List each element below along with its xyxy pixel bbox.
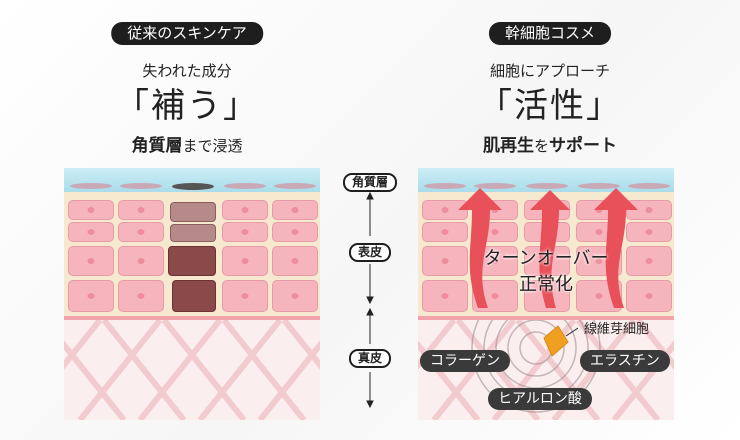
left-skin-diagram (64, 168, 320, 420)
left-stratum-corneum (64, 168, 320, 192)
horny-cell (424, 183, 466, 189)
epidermis-cell (626, 222, 672, 242)
horny-cell (526, 183, 568, 189)
traditional-skincare-panel: 従来のスキンケア 失われた成分 「補う」 角質層まで浸透 (52, 0, 322, 440)
epidermis-cell (272, 222, 318, 242)
horny-cell (70, 183, 112, 189)
left-tagline: 角質層まで浸透 (52, 131, 322, 156)
right-tagline-3: サポート (549, 136, 617, 156)
horny-cell (578, 183, 620, 189)
traditional-skincare-pill: 従来のスキンケア (111, 22, 263, 45)
epidermis-cell (118, 200, 164, 220)
fibroblast-pointer (565, 327, 579, 337)
arrow-down-icon (366, 400, 374, 409)
horny-cell (474, 183, 516, 189)
epidermis-cell (272, 280, 318, 312)
horny-cell (628, 183, 670, 189)
dermis-label: 真皮 (348, 349, 392, 368)
arrow-down-icon (366, 296, 374, 305)
up-arrow-icon (458, 188, 502, 308)
aged-cell (170, 224, 216, 242)
turnover-arrows (458, 188, 638, 357)
arrow-up-icon (366, 191, 374, 200)
epidermis-cell (68, 246, 114, 276)
stratum-corneum-label: 角質層 (342, 173, 398, 192)
epidermis-cell (626, 200, 672, 220)
up-arrow-icon (530, 190, 570, 308)
horny-cell (274, 183, 316, 189)
fibroblast-cell-icon (543, 325, 569, 357)
left-tagline-rest: まで浸透 (182, 137, 243, 155)
epidermis-label: 表皮 (348, 243, 392, 262)
epidermis-cell (222, 280, 268, 312)
epidermis-cell (222, 222, 268, 242)
aged-cell (170, 202, 216, 222)
epidermis-cell (422, 280, 468, 312)
right-tagline: 肌再生をサポート (415, 131, 685, 156)
collagen-pill: コラーゲン (420, 350, 510, 372)
left-tagline-bold: 角質層 (131, 136, 183, 156)
arrow-up-icon (366, 307, 374, 316)
turnover-label: ターンオーバー 正常化 (418, 246, 674, 298)
aged-cell-dark (168, 246, 216, 276)
epidermis-cell (422, 246, 468, 276)
stem-cell-cosmetics-pill: 幹細胞コスメ (488, 22, 612, 45)
epidermis-cell (118, 246, 164, 276)
epidermis-cell (626, 246, 672, 276)
up-arrow-icon (594, 188, 638, 308)
epidermis-cell (68, 280, 114, 312)
right-tagline-2: を (533, 137, 549, 155)
epidermis-cell (626, 280, 672, 312)
left-headline: 「補う」 (115, 86, 259, 126)
left-basement-membrane (64, 316, 320, 320)
epidermis-cell (222, 246, 268, 276)
horny-cell (120, 183, 162, 189)
horny-cell (224, 183, 266, 189)
left-dermis (64, 318, 320, 420)
right-stratum-corneum (418, 168, 674, 192)
epidermis-cell (422, 222, 468, 242)
epidermis-cell (118, 280, 164, 312)
right-headline: 「活性」 (478, 86, 622, 126)
left-subtitle: 失われた成分 (142, 62, 232, 80)
fibroblast-label: 線維芽細胞 (584, 322, 650, 337)
horny-cell-dark (172, 183, 214, 190)
layer-arrows (366, 191, 374, 409)
epidermis-cell (68, 222, 114, 242)
left-epidermis (64, 192, 320, 316)
epidermis-cell (68, 200, 114, 220)
epidermis-cell (222, 200, 268, 220)
right-subtitle: 細胞にアプローチ (489, 62, 610, 80)
right-basement-membrane (418, 316, 674, 320)
right-tagline-1: 肌再生 (482, 136, 534, 156)
epidermis-cell (118, 222, 164, 242)
turnover-line-1: ターンオーバー (483, 248, 609, 269)
elastin-pill: エラスチン (580, 350, 670, 372)
stem-cell-cosmetics-panel: 幹細胞コスメ 細胞にアプローチ 「活性」 肌再生をサポート (415, 0, 685, 440)
layer-labels: 角質層 表皮 真皮 (330, 168, 410, 420)
aged-cell-dark (172, 280, 216, 312)
hyaluronic-acid-pill: ヒアルロン酸 (488, 388, 592, 410)
epidermis-cell (272, 200, 318, 220)
left-dermis-fiber-pattern (64, 318, 320, 420)
turnover-line-2: 正常化 (519, 274, 573, 295)
right-skin-diagram: ターンオーバー 正常化 線維芽細胞 コラーゲン エラスチン ヒアルロン酸 (418, 168, 674, 420)
epidermis-cell (272, 246, 318, 276)
